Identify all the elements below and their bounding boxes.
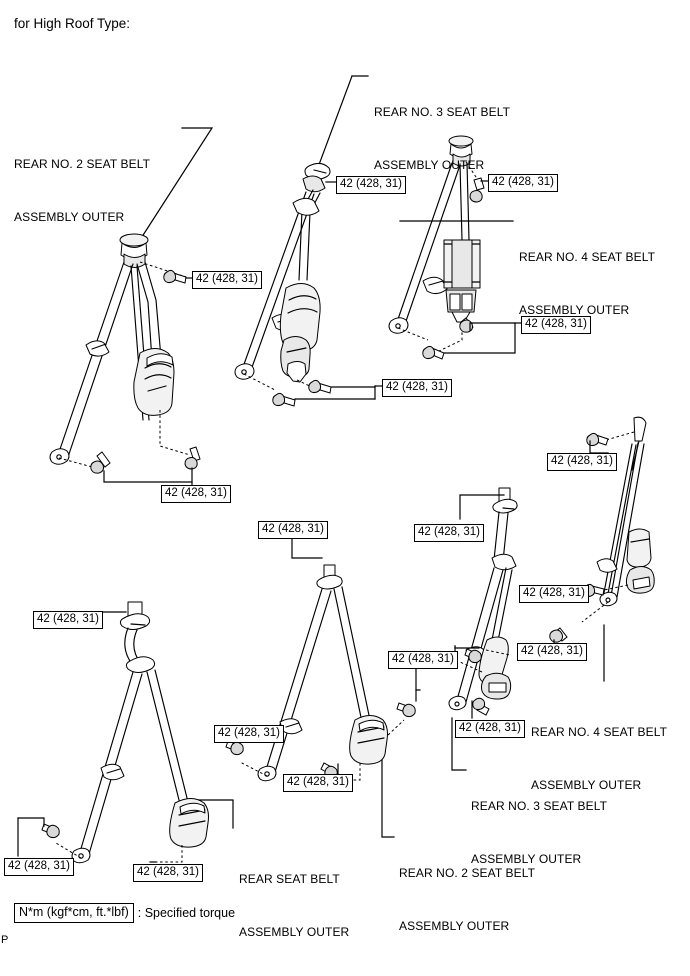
part-label-line1: REAR NO. 3 SEAT BELT	[471, 799, 608, 813]
torque-legend: N*m (kgf*cm, ft.*lbf) : Specified torque	[14, 903, 235, 923]
bolt-b2	[272, 392, 296, 407]
bolt-a1	[163, 269, 187, 284]
torque-callout: 42 (428, 31)	[455, 720, 526, 738]
part-label-rear-no-2-bottom: REAR NO. 2 SEAT BELT ASSEMBLY OUTER	[399, 830, 535, 970]
torque-callout: 42 (428, 31)	[382, 379, 453, 397]
part-label-line2: ASSEMBLY OUTER	[471, 851, 582, 866]
assembly-rear-no-4-top-right	[388, 135, 522, 360]
bolt-d1	[586, 432, 609, 447]
assembly-rear-seat-belt-bottom-left	[17, 601, 209, 872]
seat-belt-exploded-diagram	[17, 75, 655, 872]
part-label-rear-seat-belt-bottom-left: REAR SEAT BELT ASSEMBLY OUTER	[239, 836, 349, 976]
bolt-b1	[308, 379, 332, 394]
torque-legend-text: : Specified torque	[137, 905, 236, 920]
part-label-line1: REAR NO. 3 SEAT BELT	[374, 105, 511, 119]
torque-callout: 42 (428, 31)	[4, 858, 75, 876]
part-label-line2: ASSEMBLY OUTER	[374, 157, 485, 172]
assembly-rear-no-3-top-center	[234, 162, 383, 407]
torque-callout: 42 (428, 31)	[521, 316, 592, 334]
assembly-rear-no-3-bottom	[448, 487, 518, 719]
torque-callout: 42 (428, 31)	[161, 485, 232, 503]
page-mark: P	[1, 934, 9, 946]
bolt-a2	[90, 451, 111, 474]
assembly-rear-no-2-top-left	[49, 233, 201, 486]
part-label-line2: ASSEMBLY OUTER	[14, 209, 125, 224]
bolt-g1	[41, 823, 60, 839]
part-label-rear-no-4-bottom-right: REAR NO. 4 SEAT BELT ASSEMBLY OUTER	[531, 689, 667, 829]
part-label-rear-no-3-bottom: REAR NO. 3 SEAT BELT ASSEMBLY OUTER	[471, 763, 607, 903]
bolt-e1	[464, 648, 482, 664]
torque-callout: 42 (428, 31)	[192, 271, 263, 289]
torque-callout: 42 (428, 31)	[547, 453, 618, 471]
part-label-line1: REAR NO. 2 SEAT BELT	[399, 866, 536, 880]
part-label-line1: REAR SEAT BELT	[239, 872, 340, 886]
torque-callout: 42 (428, 31)	[519, 585, 590, 603]
part-label-line2: ASSEMBLY OUTER	[519, 302, 630, 317]
torque-callout: 42 (428, 31)	[33, 611, 104, 629]
leader-rear-no-2-bottom	[381, 722, 395, 838]
torque-callout: 42 (428, 31)	[517, 643, 588, 661]
torque-callout: 42 (428, 31)	[214, 725, 285, 743]
leader-rear-seat-belt-bottom-left	[195, 799, 234, 829]
leader-rear-no-3-top	[316, 75, 369, 171]
bolt-c3	[422, 345, 445, 360]
bolt-a3	[184, 446, 201, 470]
part-label-rear-no-4-top-right: REAR NO. 4 SEAT BELT ASSEMBLY OUTER	[519, 214, 655, 354]
illustration-page: for High Roof Type:	[1, 16, 667, 946]
part-label-rear-no-3-top: REAR NO. 3 SEAT BELT ASSEMBLY OUTER	[374, 69, 510, 209]
leader-rear-no-2-top-left	[137, 127, 214, 244]
torque-callout: 42 (428, 31)	[414, 524, 485, 542]
torque-callout: 42 (428, 31)	[133, 864, 204, 882]
bolt-d3	[549, 627, 568, 643]
bolt-f3	[396, 702, 416, 718]
torque-callout: 42 (428, 31)	[388, 651, 459, 669]
assembly-rear-no-4-bottom-right	[549, 416, 655, 651]
torque-callout: 42 (428, 31)	[488, 174, 559, 192]
part-label-line1: REAR NO. 2 SEAT BELT	[14, 157, 151, 171]
torque-legend-box: N*m (kgf*cm, ft.*lbf)	[14, 903, 134, 923]
page-title: for High Roof Type:	[14, 16, 131, 31]
part-label-line1: REAR NO. 4 SEAT BELT	[531, 725, 668, 739]
torque-callout: 42 (428, 31)	[258, 521, 329, 539]
leader-rear-no-3-bottom	[451, 717, 467, 771]
bolt-e2	[472, 697, 490, 716]
bolt-f1	[225, 740, 244, 756]
assembly-rear-no-2-bottom	[225, 536, 421, 783]
part-label-line2: ASSEMBLY OUTER	[531, 777, 642, 792]
torque-callout: 42 (428, 31)	[283, 774, 354, 792]
part-label-line1: REAR NO. 4 SEAT BELT	[519, 250, 656, 264]
torque-callout: 42 (428, 31)	[336, 176, 407, 194]
part-label-line2: ASSEMBLY OUTER	[239, 924, 350, 939]
part-label-line2: ASSEMBLY OUTER	[399, 918, 510, 933]
part-label-rear-no-2-top-left: REAR NO. 2 SEAT BELT ASSEMBLY OUTER	[14, 121, 150, 261]
